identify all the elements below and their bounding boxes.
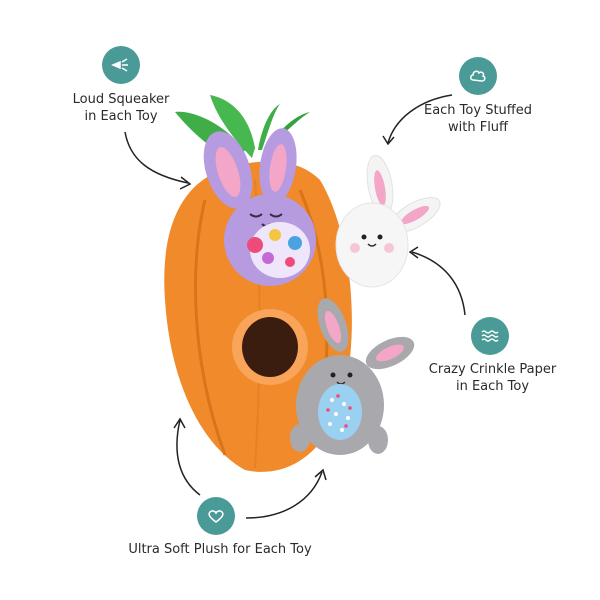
arrow-plush-right [245,471,323,519]
arrowhead-crinkle [408,246,419,259]
arrow-squeaker [124,131,189,184]
heart-icon [197,497,235,535]
crinkle-label: Crazy Crinkle Paper in Each Toy [420,361,565,395]
crinkle-label-line1: Crazy Crinkle Paper [428,362,557,377]
plush-label-line1: Ultra Soft Plush for Each Toy [128,542,312,557]
gray-bunny [290,298,415,455]
fluff-icon [459,57,497,95]
arrows [124,94,466,519]
squeaker-label-line2: in Each Toy [84,109,158,124]
arrowhead-plush-left [173,417,186,429]
arrow-plush-left [176,419,201,496]
plush-label: Ultra Soft Plush for Each Toy [115,541,325,558]
waves-icon [471,317,509,355]
squeaker-label-line1: Loud Squeaker [72,92,170,107]
squeaker-label: Loud Squeaker in Each Toy [60,91,182,125]
purple-bunny [203,128,316,286]
white-bunny [335,154,441,288]
arrow-stuffed [387,94,453,144]
crinkle-label-line2: in Each Toy [455,379,530,394]
arrowhead-squeaker [179,176,192,190]
arrowhead-stuffed [382,135,395,146]
stuffed-label-line1: Each Toy Stuffed [423,103,532,118]
stuffed-label: Each Toy Stuffed with Fluff [416,102,540,136]
arrow-crinkle [411,251,466,316]
stuffed-label-line2: with Fluff [448,120,508,135]
arrowhead-plush-right [314,468,327,481]
squeaker-icon [102,46,140,84]
